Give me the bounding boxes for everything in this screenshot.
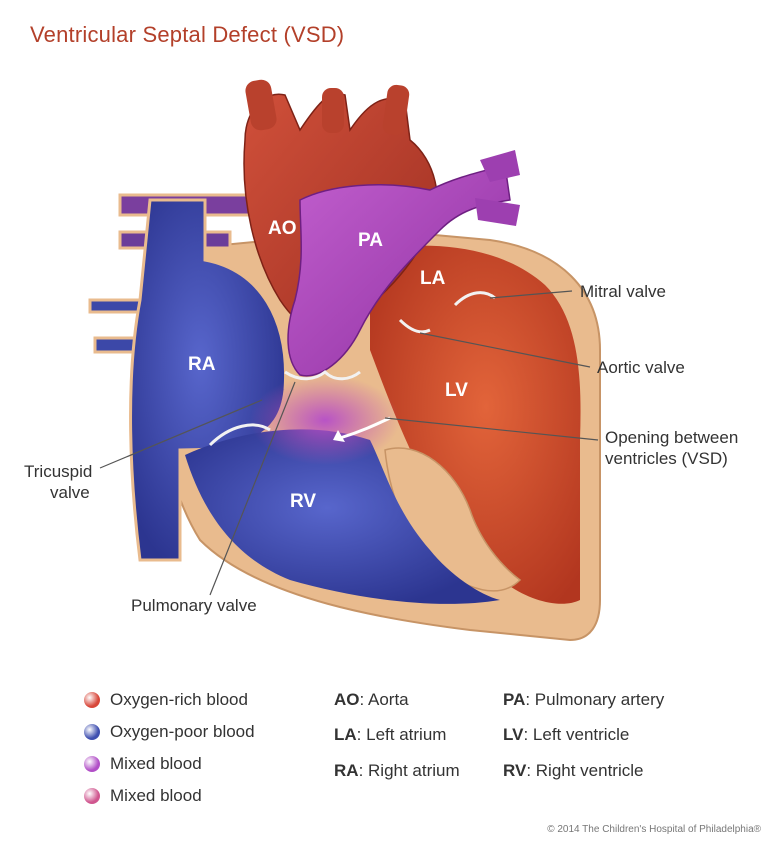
abbr-key: RV (503, 761, 527, 780)
label-la: LA (420, 268, 446, 289)
label-ao: AO (268, 218, 297, 239)
page-title: Ventricular Septal Defect (VSD) (30, 22, 345, 47)
vsd-flow-arrowhead (333, 430, 345, 442)
callout-vsd-line1: Opening between (605, 428, 738, 447)
aorta-branch-2 (322, 88, 344, 133)
callout-tricuspid-line1: Tricuspid (24, 462, 92, 481)
aorta-branch-1 (245, 79, 277, 131)
legend-swatch-red (84, 692, 100, 708)
leader-aortic (419, 332, 591, 368)
abbr-pa: PA: Pulmonary artery (503, 690, 664, 710)
callout-vsd-line2: ventricles (VSD) (605, 449, 728, 468)
abbr-meaning: : Aorta (359, 690, 409, 709)
legend-mixed-purple: Mixed blood (84, 754, 202, 774)
abbr-lv: LV: Left ventricle (503, 725, 629, 745)
legend-label: Mixed blood (110, 754, 202, 773)
abbr-key: PA (503, 690, 526, 709)
abbr-meaning: : Pulmonary artery (525, 690, 665, 709)
abbr-meaning: : Right ventricle (526, 761, 644, 780)
tricuspid-valve (208, 423, 271, 447)
pulmonary-valve-leaflets (284, 369, 361, 381)
left-heart (370, 245, 581, 604)
callout-aortic-valve: Aortic valve (597, 358, 685, 377)
callout-tricuspid-line2: valve (50, 483, 90, 502)
label-ra: RA (188, 354, 216, 375)
callout-mitral-valve: Mitral valve (580, 282, 666, 301)
legend-oxygen-poor: Oxygen-poor blood (84, 722, 255, 742)
abbr-key: RA (334, 761, 359, 780)
legend-swatch-pink (84, 788, 100, 804)
label-rv: RV (290, 491, 316, 512)
leader-mitral (489, 290, 573, 299)
legend-label: Oxygen-rich blood (110, 690, 248, 709)
abbr-ra: RA: Right atrium (334, 761, 460, 781)
heart-diagram: AO PA LA RA LV RV Mitral valve Aortic va… (24, 79, 738, 642)
abbr-meaning: : Left atrium (356, 725, 447, 744)
leader-tricuspid (99, 399, 263, 469)
label-lv: LV (445, 380, 468, 401)
pa-branch-right (475, 198, 520, 226)
abbr-key: LV (503, 725, 524, 744)
right-ventricle (185, 429, 500, 604)
abbr-key: LA (334, 725, 357, 744)
aorta-branch-3 (382, 84, 410, 136)
copyright-notice: © 2014 The Children's Hospital of Philad… (547, 824, 761, 835)
legend-swatch-blue (84, 724, 100, 740)
abbr-ao: AO: Aorta (334, 690, 409, 710)
leader-pulmonary (209, 381, 296, 596)
label-pa: PA (358, 230, 383, 251)
legend-mixed-pink: Mixed blood (84, 786, 202, 806)
abbr-rv: RV: Right ventricle (503, 761, 643, 781)
pa-branch-left (480, 150, 520, 182)
leader-vsd (384, 417, 599, 441)
mixed-blood-cloud (250, 375, 400, 465)
callout-pulmonary-valve: Pulmonary valve (131, 596, 257, 615)
legend-label: Oxygen-poor blood (110, 722, 255, 741)
aortic-valve-leaflets (398, 318, 431, 334)
vsd-flow-arrow (339, 416, 391, 440)
legend-oxygen-rich: Oxygen-rich blood (84, 690, 248, 710)
mitral-valve-leaflets (453, 291, 496, 307)
abbr-meaning: : Right atrium (358, 761, 460, 780)
pulmonary-artery (287, 164, 511, 377)
legend-swatch-purple (84, 756, 100, 772)
abbr-la: LA: Left atrium (334, 725, 446, 745)
abbr-key: AO (334, 690, 360, 709)
abbr-meaning: : Left ventricle (523, 725, 630, 744)
legend-label: Mixed blood (110, 786, 202, 805)
